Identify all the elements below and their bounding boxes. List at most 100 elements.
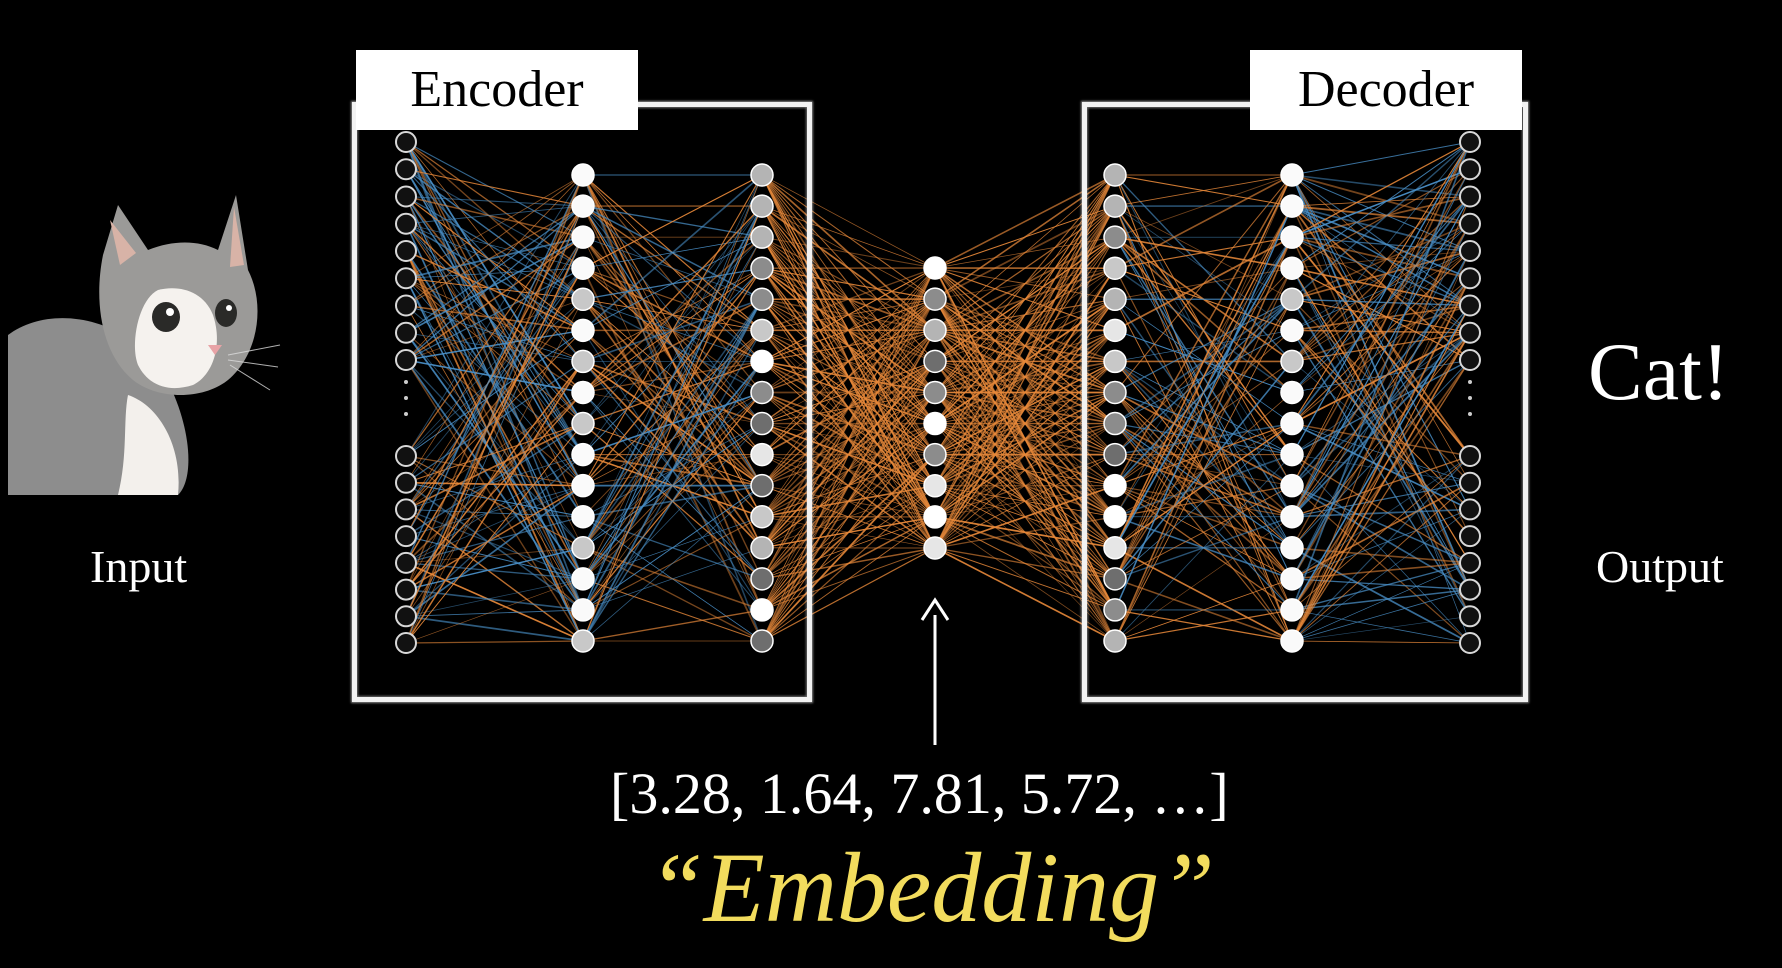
- network-node: [1459, 131, 1481, 153]
- network-node: [1280, 349, 1304, 374]
- connection-line: [1291, 250, 1471, 580]
- connection-line: [761, 423, 936, 642]
- connection-line: [761, 205, 936, 269]
- connection-line: [1291, 250, 1471, 301]
- connection-line: [1114, 267, 1293, 642]
- connection-line: [405, 250, 584, 611]
- connection-line: [1291, 141, 1471, 269]
- network-node: [1280, 318, 1304, 343]
- connection-line: [1291, 174, 1471, 252]
- network-node: [1103, 349, 1127, 374]
- connection-line: [405, 236, 584, 537]
- connection-line: [1291, 205, 1471, 334]
- connection-line: [1291, 562, 1471, 642]
- embedding-arrow: [920, 597, 950, 745]
- network-node: [750, 536, 774, 560]
- connection-line: [1291, 141, 1471, 518]
- connection-line: [1114, 174, 1293, 487]
- connection-line: [405, 482, 584, 611]
- connection-line: [405, 205, 584, 225]
- network-node: [750, 194, 774, 218]
- network-node: [750, 349, 774, 374]
- connection-line: [1114, 454, 1293, 642]
- network-node: [1280, 380, 1304, 405]
- encoder-frame: [352, 102, 812, 702]
- connection-line: [1291, 332, 1471, 487]
- connection-line: [1114, 578, 1293, 642]
- network-node: [395, 605, 417, 628]
- network-node: [923, 411, 947, 436]
- network-node: [571, 567, 595, 591]
- connection-line: [1291, 195, 1471, 425]
- network-node: [923, 349, 947, 374]
- network-node: [750, 411, 774, 436]
- connection-line: [761, 267, 936, 331]
- network-node: [750, 287, 774, 312]
- connection-line: [405, 485, 584, 564]
- connection-line: [1291, 455, 1471, 642]
- connection-line: [1291, 169, 1471, 517]
- connection-line: [582, 329, 763, 642]
- connection-line: [405, 359, 584, 549]
- connection-line: [405, 392, 584, 591]
- connection-line: [1291, 141, 1471, 611]
- ellipsis-dot: [1468, 380, 1472, 384]
- connection-line: [405, 141, 584, 362]
- connection-line: [405, 267, 584, 279]
- embedding-vector: [3.28, 1.64, 7.81, 5.72, …]: [610, 761, 1229, 826]
- connection-line: [1291, 562, 1471, 611]
- network-node: [395, 498, 417, 521]
- connection-line: [1114, 267, 1293, 580]
- connection-line: [1114, 174, 1293, 238]
- connection-line: [1291, 277, 1471, 487]
- connection-line: [1114, 174, 1293, 580]
- connection-line: [1291, 484, 1471, 591]
- network-node: [1459, 498, 1481, 521]
- connection-line: [1114, 299, 1293, 642]
- prediction-label: Cat!: [1588, 326, 1730, 417]
- connection-line: [405, 391, 584, 564]
- connection-line: [405, 481, 584, 487]
- connection-line: [582, 205, 763, 642]
- connection-line: [1291, 268, 1471, 590]
- network-node: [395, 525, 417, 548]
- network-node: [1459, 605, 1481, 628]
- connection-line: [1291, 223, 1471, 362]
- connection-line: [405, 174, 584, 644]
- network-node: [1459, 267, 1481, 290]
- connection-line: [1114, 174, 1293, 393]
- connection-line: [1291, 205, 1471, 252]
- network-node: [1459, 551, 1481, 574]
- connection-line: [405, 330, 584, 510]
- network-node: [1280, 442, 1304, 467]
- network-node: [1280, 411, 1304, 436]
- network-node: [1459, 185, 1481, 208]
- connection-line: [405, 298, 584, 510]
- connection-line: [405, 484, 584, 617]
- connection-line: [405, 535, 584, 580]
- connection-line: [405, 195, 584, 238]
- connection-line: [1114, 609, 1293, 642]
- connection-line: [582, 298, 763, 642]
- connection-line: [1291, 250, 1471, 424]
- connection-lines: [405, 141, 1471, 644]
- connection-line: [761, 267, 936, 580]
- network-node: [1103, 225, 1127, 249]
- network-node: [1280, 225, 1304, 249]
- connection-line: [761, 267, 936, 300]
- network-node: [395, 321, 417, 344]
- connection-line: [761, 329, 936, 642]
- connection-line: [1291, 196, 1471, 207]
- network-node: [571, 598, 595, 622]
- ellipsis-dot: [404, 412, 408, 416]
- connection-line: [1291, 422, 1471, 511]
- connection-line: [1291, 609, 1471, 644]
- input-label: Input: [90, 541, 188, 592]
- network-node: [1459, 445, 1481, 467]
- connection-line: [1291, 359, 1471, 549]
- network-node: [750, 567, 774, 591]
- connection-line: [1291, 174, 1471, 225]
- connection-line: [405, 516, 584, 564]
- connection-line: [1114, 422, 1293, 549]
